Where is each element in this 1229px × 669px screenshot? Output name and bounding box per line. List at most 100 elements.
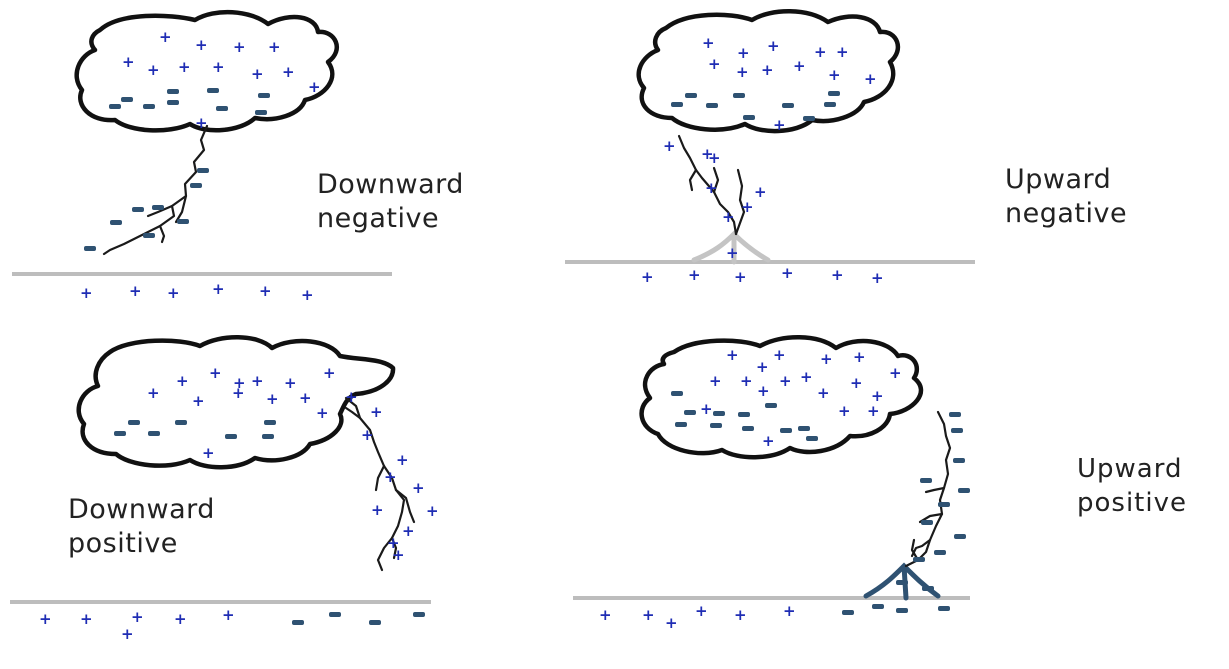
svg-text:+: + <box>174 610 187 628</box>
svg-text:+: + <box>251 65 264 83</box>
svg-text:+: + <box>266 390 279 408</box>
label-line-1: Downward <box>317 169 464 200</box>
svg-text:+: + <box>147 384 160 402</box>
svg-text:+: + <box>392 546 405 564</box>
svg-text:+: + <box>259 282 272 300</box>
negative-charges <box>84 88 270 251</box>
svg-text:+: + <box>853 348 866 366</box>
svg-text:+: + <box>889 364 902 382</box>
label-line-2: negative <box>317 203 440 234</box>
svg-text:+: + <box>850 374 863 392</box>
label-line-1: Downward <box>68 494 215 525</box>
svg-text:+: + <box>767 37 780 55</box>
svg-text:+: + <box>268 38 281 56</box>
svg-text:+: + <box>793 57 806 75</box>
svg-text:+: + <box>705 179 718 197</box>
svg-text:+: + <box>736 63 749 81</box>
lightning-leader-icon <box>344 396 406 572</box>
label-upward-positive: Upward positive <box>1077 452 1187 520</box>
svg-text:+: + <box>773 346 786 364</box>
svg-text:+: + <box>709 372 722 390</box>
svg-text:+: + <box>871 269 884 287</box>
svg-text:+: + <box>282 63 295 81</box>
negative-charges <box>671 91 840 121</box>
svg-text:+: + <box>599 606 612 624</box>
svg-text:+: + <box>345 388 358 406</box>
svg-text:+: + <box>754 183 767 201</box>
svg-text:+: + <box>233 38 246 56</box>
svg-text:+: + <box>129 282 142 300</box>
label-line-1: Upward <box>1077 454 1183 484</box>
svg-text:+: + <box>323 364 336 382</box>
svg-text:+: + <box>695 602 708 620</box>
ground-charges: ++ ++ ++ <box>599 602 950 632</box>
svg-text:+: + <box>284 374 297 392</box>
svg-text:+: + <box>700 400 713 418</box>
svg-text:+: + <box>836 43 849 61</box>
svg-text:+: + <box>202 444 215 462</box>
svg-text:+: + <box>361 426 374 444</box>
svg-text:+: + <box>740 372 753 390</box>
svg-text:+: + <box>212 58 225 76</box>
positive-charges: ++ ++ ++ ++ ++ ++ <box>122 28 321 132</box>
storm-cloud-icon <box>74 9 340 133</box>
svg-text:+: + <box>232 384 245 402</box>
svg-text:+: + <box>820 350 833 368</box>
svg-text:+: + <box>831 266 844 284</box>
svg-text:+: + <box>195 36 208 54</box>
svg-text:+: + <box>384 468 397 486</box>
svg-text:+: + <box>192 392 205 410</box>
positive-charges: ++ ++ ++ ++ ++ ++ ++ ++ ++ ++ ++ ++ <box>147 364 439 564</box>
svg-text:+: + <box>641 268 654 286</box>
svg-text:+: + <box>864 70 877 88</box>
svg-text:+: + <box>222 606 235 624</box>
svg-text:+: + <box>741 198 754 216</box>
svg-text:+: + <box>726 244 739 262</box>
svg-text:+: + <box>665 614 678 632</box>
svg-text:+: + <box>299 389 312 407</box>
svg-text:+: + <box>828 66 841 84</box>
negative-charges <box>671 391 970 591</box>
lightning-leader-icon <box>904 410 952 568</box>
svg-text:+: + <box>370 403 383 421</box>
svg-text:+: + <box>871 387 884 405</box>
negative-charges <box>114 420 276 439</box>
svg-text:+: + <box>762 432 775 450</box>
svg-text:+: + <box>251 372 264 390</box>
label-line-2: positive <box>1077 488 1187 518</box>
svg-text:+: + <box>663 137 676 155</box>
svg-text:+: + <box>316 404 329 422</box>
svg-text:+: + <box>176 372 189 390</box>
svg-text:+: + <box>783 602 796 620</box>
svg-text:+: + <box>209 364 222 382</box>
label-downward-negative: Downward negative <box>317 168 464 236</box>
lightning-leader-icon <box>677 134 738 236</box>
svg-text:+: + <box>147 61 160 79</box>
svg-text:+: + <box>412 479 425 497</box>
svg-text:+: + <box>308 78 321 96</box>
svg-text:+: + <box>212 280 225 298</box>
svg-text:+: + <box>779 372 792 390</box>
svg-text:+: + <box>814 43 827 61</box>
svg-text:+: + <box>726 346 739 364</box>
upward-connecting-leader <box>691 230 771 265</box>
positive-charges: ++ ++ ++ ++ ++ ++ ++ ++ ++ ++ <box>663 34 877 262</box>
svg-text:+: + <box>773 116 786 134</box>
label-line-2: negative <box>1005 198 1128 229</box>
svg-text:+: + <box>642 606 655 624</box>
svg-text:+: + <box>122 53 135 71</box>
label-line-2: positive <box>68 528 178 559</box>
svg-text:+: + <box>737 44 750 62</box>
svg-text:+: + <box>708 149 721 167</box>
svg-text:+: + <box>131 608 144 626</box>
svg-text:+: + <box>233 374 246 392</box>
panel-upward-negative: ++ ++ ++ ++ ++ ++ ++ ++ ++ ++ ++ ++ ++ <box>565 9 975 287</box>
ground-positive-charges: ++ ++ ++ <box>80 280 314 304</box>
ground-positive-charges: ++ ++ ++ <box>641 264 884 287</box>
svg-text:+: + <box>757 382 770 400</box>
svg-text:+: + <box>159 28 172 46</box>
svg-text:+: + <box>371 501 384 519</box>
svg-text:+: + <box>178 58 191 76</box>
lightning-leader-icon <box>102 124 209 256</box>
panel-downward-negative: ++ ++ ++ ++ ++ ++ ++ ++ ++ <box>12 9 392 304</box>
